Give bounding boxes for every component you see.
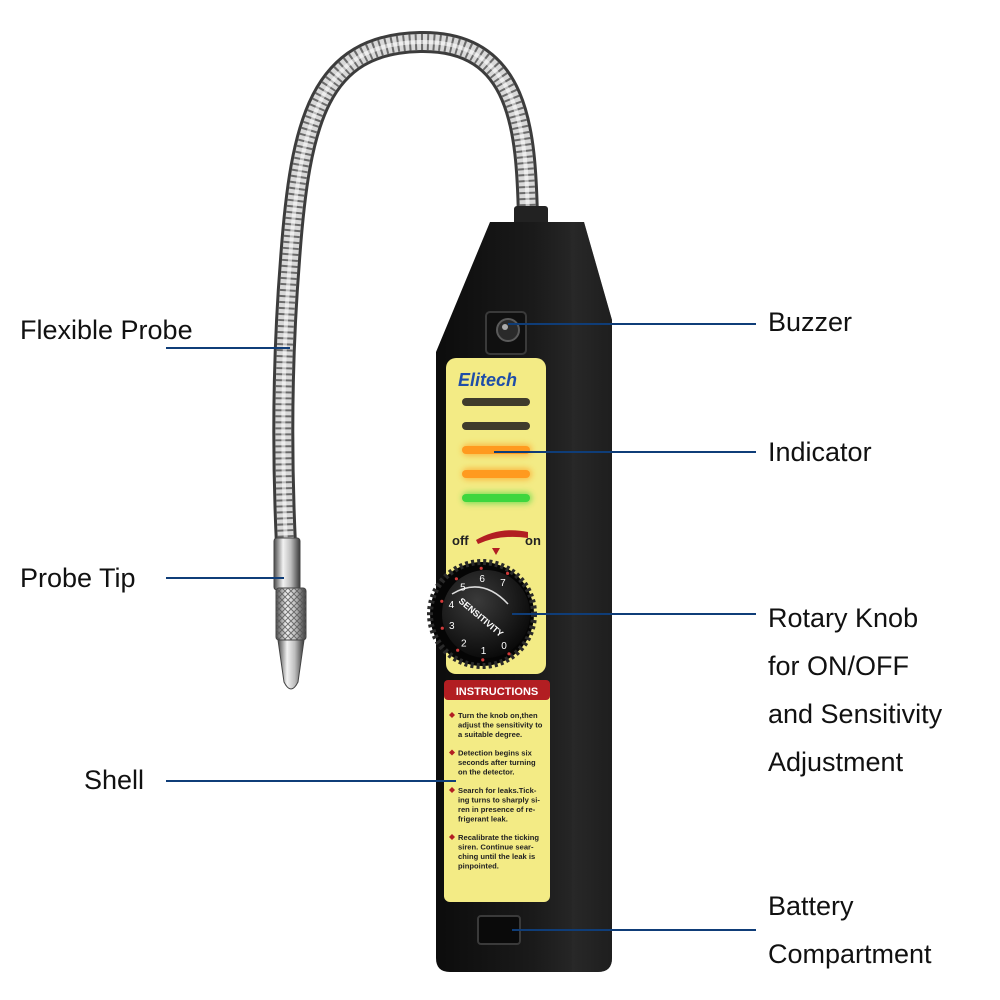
indicator-bar-5: [462, 494, 530, 502]
knob-tick-dot: [479, 566, 483, 570]
instruction-line: Recalibrate the ticking: [458, 833, 539, 842]
instruction-line: seconds after turning: [458, 758, 536, 767]
label-probe-tip: Probe Tip: [20, 563, 136, 593]
label-rotary-knob-line4: Adjustment: [768, 747, 904, 777]
instruction-line: siren. Continue sear-: [458, 843, 534, 852]
brand-logo: Elitech: [458, 370, 517, 390]
instruction-line: on the detector.: [458, 768, 515, 777]
instruction-line: frigerant leak.: [458, 815, 508, 824]
knob-number-7: 7: [500, 578, 506, 589]
knob-tick-dot: [440, 599, 444, 603]
knob-tick-dot: [506, 571, 510, 576]
bullet-icon: [449, 749, 455, 756]
instructions-panel: INSTRUCTIONS Turn the knob on,thenadjust…: [444, 680, 550, 902]
label-rotary-knob-line3: and Sensitivity: [768, 699, 943, 729]
bullet-icon: [449, 712, 455, 718]
instruction-line: Detection begins six: [458, 749, 533, 758]
probe-tip: [273, 537, 307, 690]
instructions-title: INSTRUCTIONS: [456, 686, 539, 698]
instruction-line: ren in presence of re-: [458, 805, 536, 814]
knob-tick-dot: [440, 626, 444, 630]
knob-number-3: 3: [449, 621, 455, 632]
pointer-triangle-icon: [492, 548, 500, 555]
knob-number-1: 1: [481, 646, 487, 657]
instruction-line: Search for leaks.Tick-: [458, 786, 537, 795]
bullet-icon: [449, 787, 455, 793]
label-rotary-knob-line2: for ON/OFF: [768, 651, 909, 681]
instruction-line: Turn the knob on,then: [458, 711, 538, 720]
label-rotary-knob-line1: Rotary Knob: [768, 603, 919, 633]
bullet-icon: [449, 834, 455, 840]
label-shell: Shell: [84, 765, 145, 795]
instruction-line: a suitable degree.: [458, 730, 522, 739]
knob-tick-dot: [454, 577, 458, 581]
knob-tick-dot: [507, 652, 511, 656]
instruction-line: ing turns to sharply si-: [458, 796, 540, 805]
instruction-line: pinpointed.: [458, 862, 499, 871]
indicator-bar-2: [462, 422, 530, 430]
label-indicator: Indicator: [768, 437, 872, 467]
instruction-line: ching until the leak is: [458, 852, 535, 861]
label-battery-line1: Battery: [768, 891, 854, 921]
knob-tick-dot: [456, 648, 460, 652]
label-flexible-probe: Flexible Probe: [20, 315, 193, 345]
knob-tick-dot: [481, 658, 485, 662]
switch-off-label: off: [452, 533, 469, 548]
instruction-line: adjust the sensitivity to: [458, 721, 543, 730]
switch-on-label: on: [525, 533, 541, 548]
knob-number-4: 4: [449, 600, 455, 611]
leader-lines: [166, 323, 756, 931]
on-off-arc: [476, 530, 528, 544]
knob-number-6: 6: [479, 574, 485, 585]
indicator-bar-1: [462, 398, 530, 406]
knob-number-5: 5: [460, 582, 466, 593]
flexible-probe: [272, 30, 539, 556]
knob-number-2: 2: [461, 638, 467, 649]
label-buzzer: Buzzer: [768, 307, 853, 337]
label-battery-line2: Compartment: [768, 939, 932, 969]
knob-number-0: 0: [501, 641, 507, 652]
indicator-bar-4: [462, 470, 530, 478]
